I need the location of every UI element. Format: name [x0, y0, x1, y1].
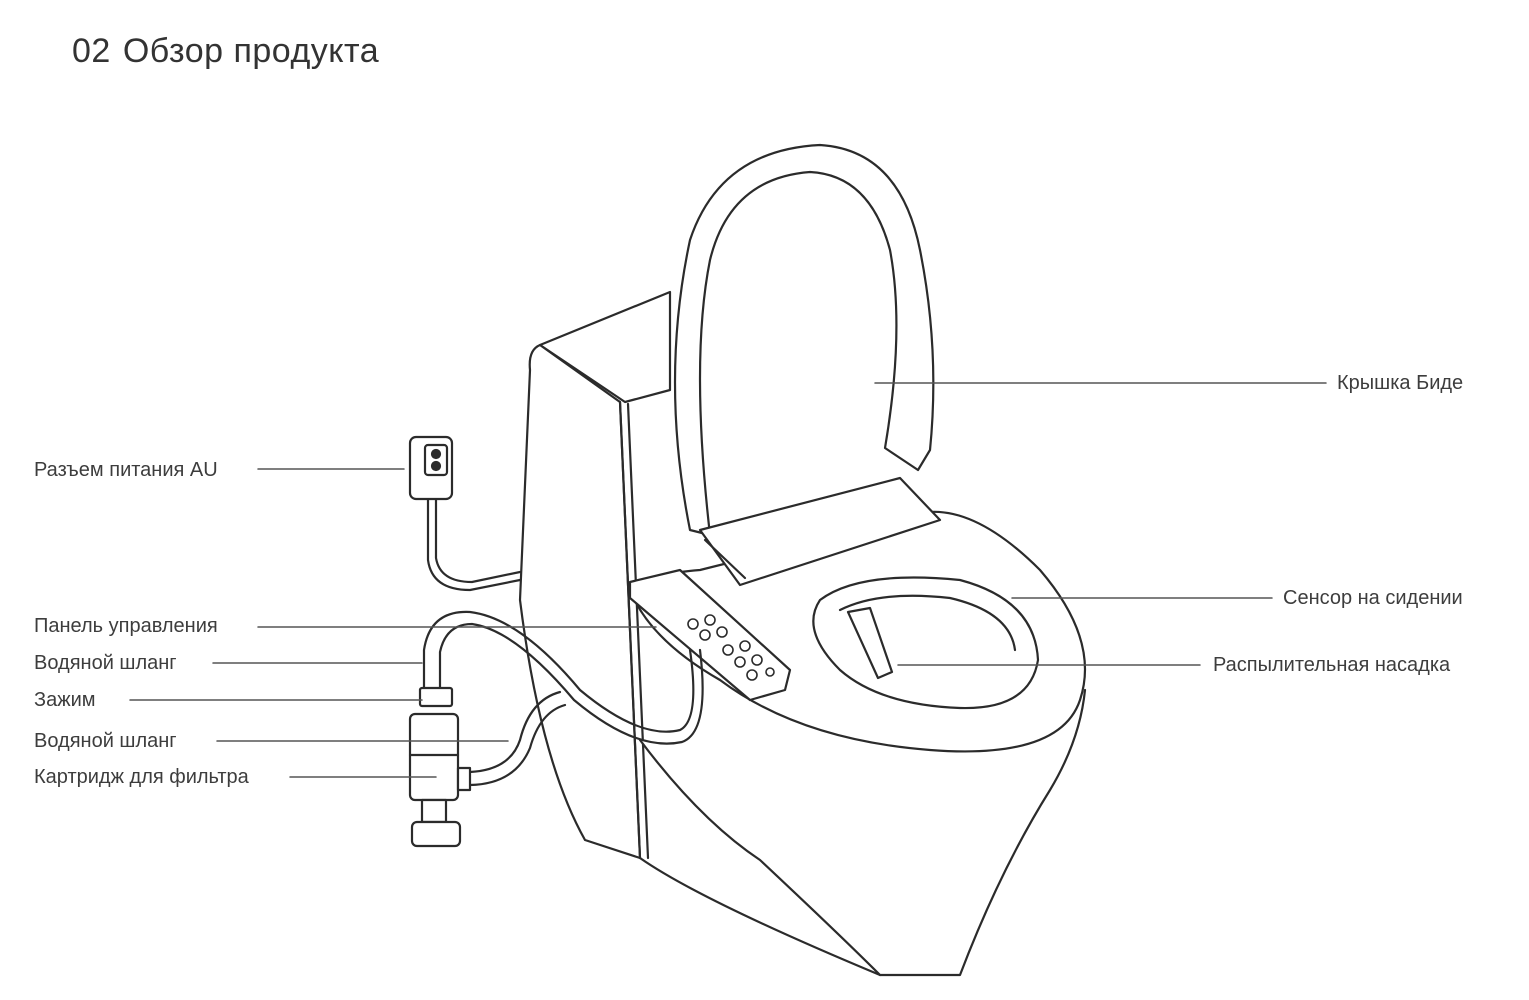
- toilet-tank: [518, 290, 672, 860]
- section-number: 02: [72, 32, 111, 70]
- bidet-lid: [673, 143, 942, 587]
- power-plug-drawing: [408, 435, 522, 592]
- label-filter-cartridge: Картридж для фильтра: [34, 766, 249, 788]
- toilet-bowl: [638, 688, 1087, 977]
- section-title: Обзор продукта: [122, 32, 380, 70]
- spray-nozzle-drawing: [846, 606, 894, 680]
- label-control-panel: Панель управления: [34, 615, 218, 637]
- leader-lines: [129, 382, 1327, 778]
- label-bidet-lid: Крышка Биде: [1337, 372, 1464, 394]
- page-title: 02 Обзор продукта: [72, 32, 379, 71]
- label-power-plug: Разъем питания AU: [34, 459, 218, 481]
- label-spray-nozzle: Распылительная насадка: [1213, 654, 1451, 676]
- label-water-hose-2: Водяной шланг: [34, 730, 177, 752]
- label-clamp: Зажим: [34, 689, 96, 711]
- filter-assembly: [408, 686, 472, 848]
- control-panel-drawing: [628, 568, 792, 702]
- label-water-hose-1: Водяной шланг: [34, 652, 177, 674]
- label-seat-sensor: Сенсор на сидении: [1283, 587, 1463, 609]
- water-hoses: [422, 610, 704, 787]
